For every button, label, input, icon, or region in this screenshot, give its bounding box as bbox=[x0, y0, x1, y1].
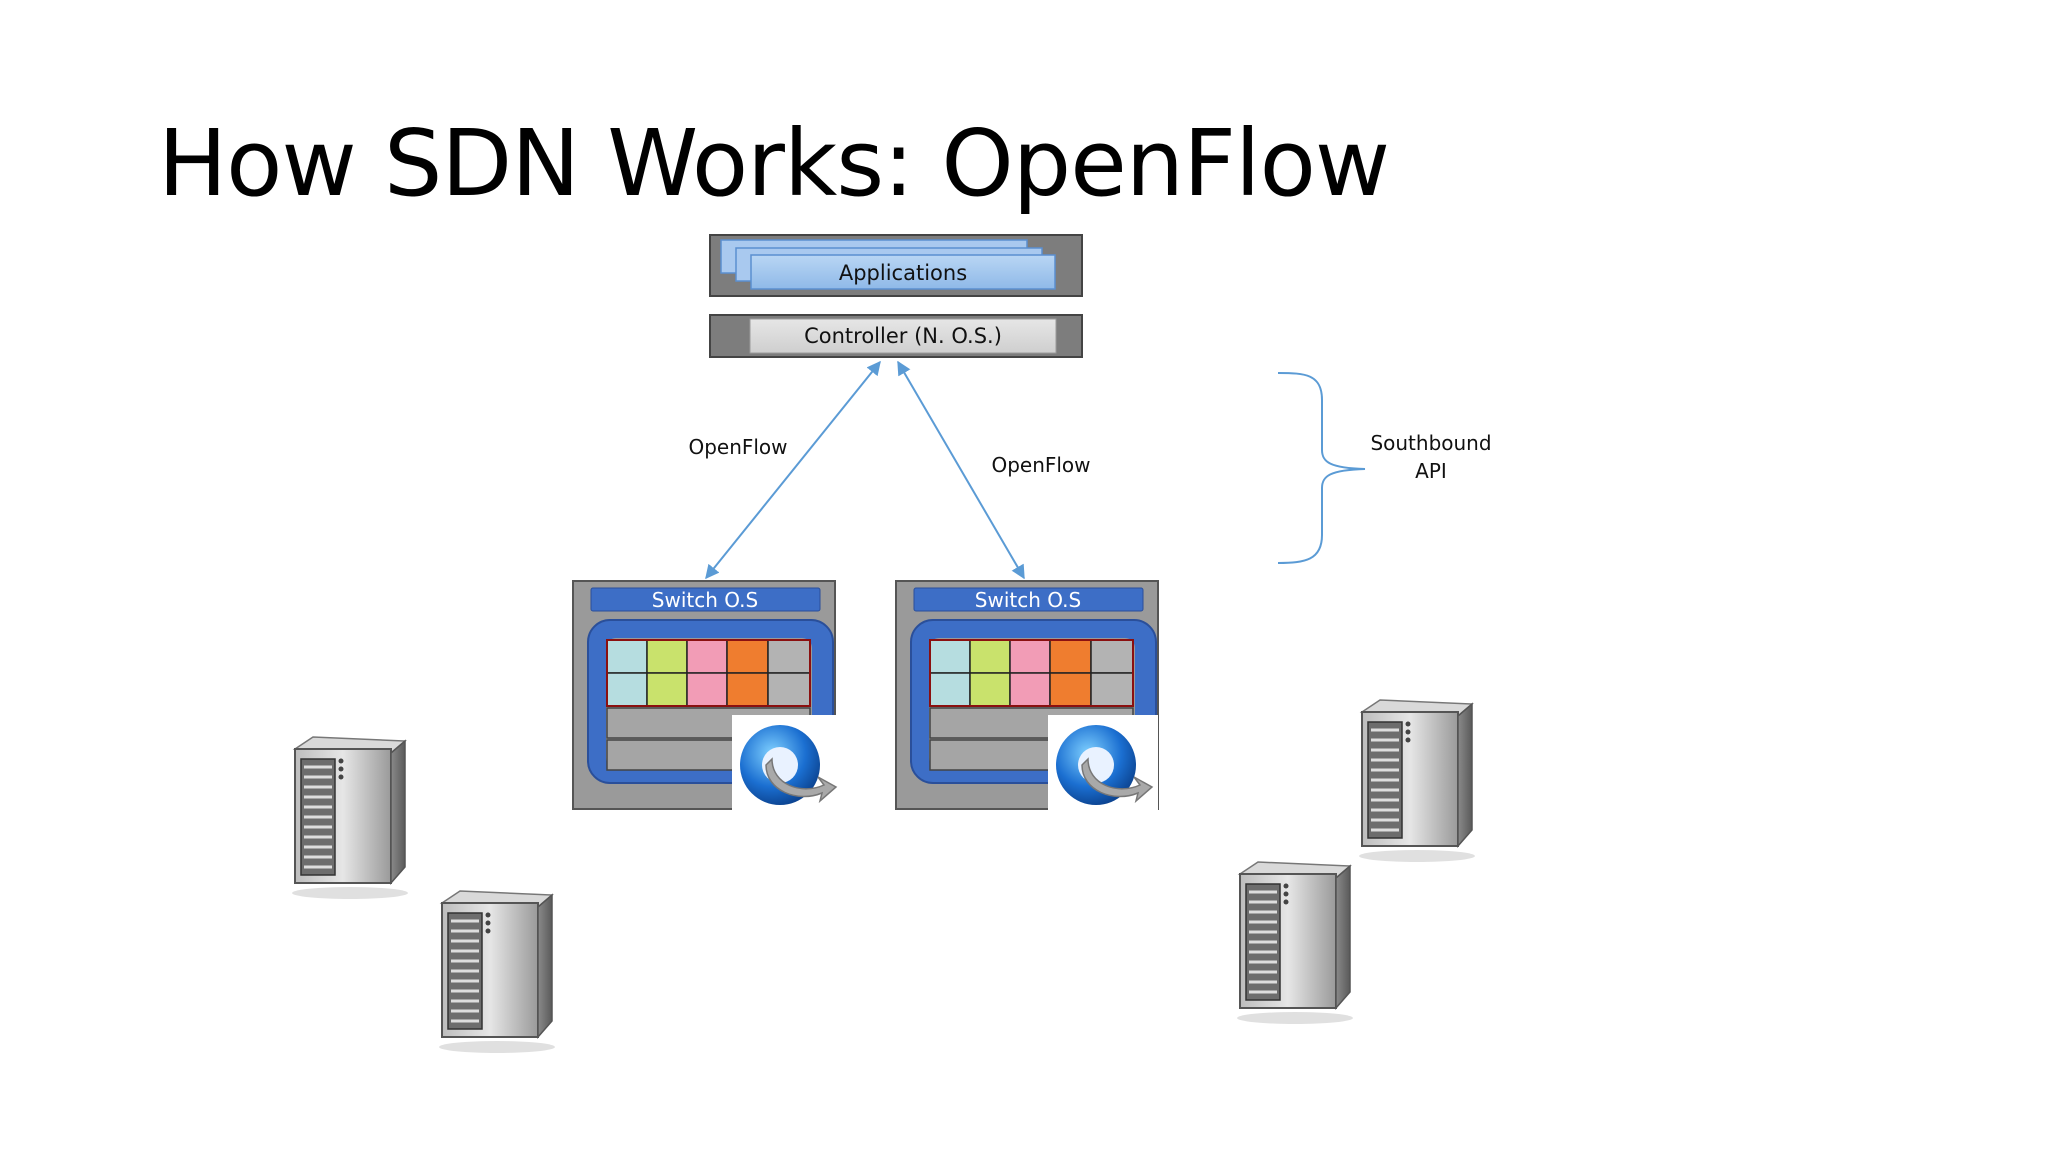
southbound-brace bbox=[1277, 372, 1366, 564]
switch-left: Switch O.S bbox=[572, 580, 843, 826]
openflow-logo-icon bbox=[1047, 714, 1159, 826]
openflow-logo-icon bbox=[731, 714, 843, 826]
southbound-label-line1: Southbound bbox=[1370, 431, 1491, 455]
openflow-right-arrow bbox=[897, 360, 1025, 580]
server-icon bbox=[437, 889, 557, 1055]
switch-left-label: Switch O.S bbox=[652, 588, 758, 612]
openflow-right-label: OpenFlow bbox=[991, 453, 1090, 477]
switch-right-label: Switch O.S bbox=[975, 588, 1081, 612]
southbound-label-line2: API bbox=[1415, 459, 1447, 483]
controller-box: Controller (N. O.S.) bbox=[709, 314, 1083, 358]
server-icon bbox=[290, 735, 410, 901]
controller-label: Controller (N. O.S.) bbox=[804, 324, 1002, 348]
openflow-left-arrow bbox=[705, 360, 881, 580]
switch-right: Switch O.S bbox=[895, 580, 1159, 826]
slide-title: How SDN Works: OpenFlow bbox=[158, 110, 1390, 217]
applications-label: Applications bbox=[839, 261, 967, 285]
server-icon bbox=[1235, 860, 1355, 1026]
applications-box: Applications bbox=[709, 234, 1083, 297]
openflow-left-label: OpenFlow bbox=[688, 435, 787, 459]
server-icon bbox=[1357, 698, 1477, 864]
